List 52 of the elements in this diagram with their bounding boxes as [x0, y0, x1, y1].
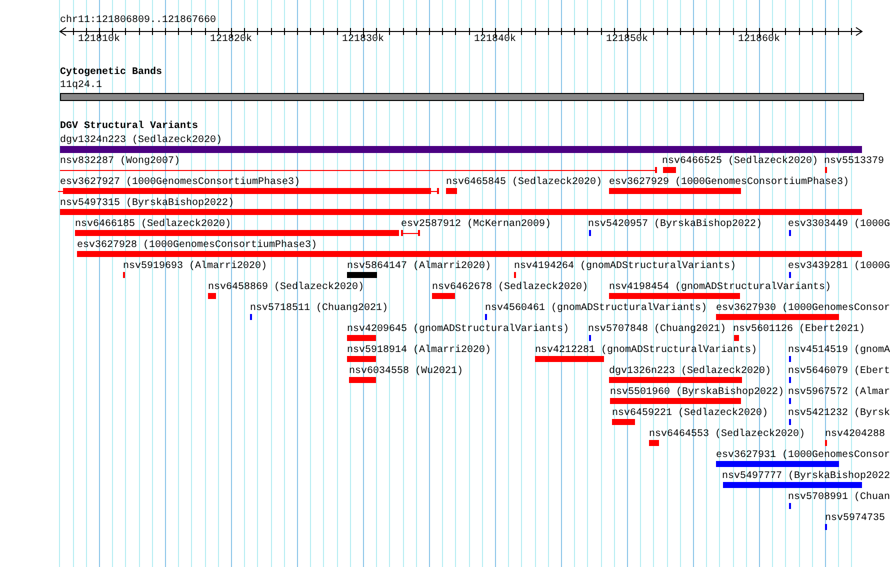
- variant-label: nsv832287 (Wong2007): [60, 156, 180, 167]
- variant-label: nsv6464553 (Sedlazeck2020): [649, 429, 806, 440]
- variant-label: nsv5707848 (Chuang2021): [588, 324, 726, 335]
- tick-label: 121840k: [474, 34, 516, 45]
- variant-label: esv3627931 (1000GenomesConsor: [716, 450, 890, 461]
- variant-label: nsv5497315 (ByrskaBishop2022): [60, 198, 234, 209]
- variant-label: esv3439281 (1000G: [788, 261, 890, 272]
- variant-label: nsv6459221 (Sedlazeck2020): [612, 408, 768, 419]
- variant-label: nsv5646079 (Ebert: [788, 366, 890, 377]
- variant-label: nsv6466525 (Sedlazeck2020): [662, 156, 818, 167]
- variant-label: nsv5974735: [825, 513, 886, 524]
- variant-label: dgv1326n223 (Sedlazeck2020): [609, 366, 772, 377]
- tick-label: 121820k: [210, 34, 252, 45]
- tick-label: 121830k: [342, 34, 384, 45]
- variant-label: esv3627928 (1000GenomesConsortiumPhase3): [77, 240, 318, 251]
- variant-label: nsv5864147 (Almarri2020): [347, 261, 492, 272]
- band-label: 11q24.1: [60, 80, 102, 91]
- variant-label: nsv4204288: [825, 429, 886, 440]
- variant-label: nsv5918914 (Almarri2020): [347, 345, 492, 356]
- variant-label: nsv6466185 (Sedlazeck2020): [75, 219, 232, 230]
- variant-label: nsv5718511 (Chuang2021): [250, 303, 388, 314]
- variant-label: nsv5513379: [824, 156, 884, 167]
- variant-label: nsv4209645 (gnomADStructuralVariants): [347, 324, 570, 335]
- variant-label: esv3627930 (1000GenomesConsor: [716, 303, 890, 314]
- tick-label: 121860k: [738, 34, 780, 45]
- track-title: Cytogenetic Bands: [60, 67, 162, 78]
- variant-label: nsv4212281 (gnomADStructuralVariants): [535, 345, 758, 356]
- variant-label: nsv4560461 (gnomADStructuralVariants): [485, 303, 708, 314]
- variant-label: esv3303449 (1000G: [788, 219, 890, 230]
- variant-label: nsv4198454 (gnomADStructuralVariants): [609, 282, 832, 293]
- variant-label: nsv6458869 (Sedlazeck2020): [208, 282, 364, 293]
- variant-label: esv3627929 (1000GenomesConsortiumPhase3): [609, 177, 850, 188]
- variant-label: esv2587912 (McKernan2009): [401, 219, 552, 230]
- variant-label: nsv4194264 (gnomADStructuralVariants): [514, 261, 736, 272]
- tick-label: 121810k: [78, 34, 120, 45]
- variant-label: nsv5708991 (Chuan: [788, 492, 890, 503]
- variant-label: nsv6462678 (Sedlazeck2020): [432, 282, 588, 293]
- variant-label: nsv5601126 (Ebert2021): [733, 324, 866, 335]
- variant-label: nsv6465845 (Sedlazeck2020): [446, 177, 602, 188]
- variant-label: nsv5497777 (ByrskaBishop2022: [722, 471, 890, 482]
- tick-label: 121850k: [606, 34, 648, 45]
- variant-label: nsv4514519 (gnomA: [788, 345, 890, 356]
- variant-label: esv3627927 (1000GenomesConsortiumPhase3): [60, 177, 300, 188]
- variant-label: dgv1324n223 (Sedlazeck2020): [60, 135, 222, 146]
- ruler-title: chr11:121806809..121867660: [60, 15, 216, 26]
- variant-label: nsv5421232 (Byrsk: [788, 408, 890, 419]
- variant-label: nsv5501960 (ByrskaBishop2022): [610, 387, 784, 398]
- variant-label: nsv5919693 (Almarri2020): [123, 261, 268, 272]
- track-title: DGV Structural Variants: [60, 121, 198, 132]
- variant-label: nsv5420957 (ByrskaBishop2022): [588, 219, 762, 230]
- variant-label: nsv6034558 (Wu2021): [349, 366, 464, 377]
- variant-label: nsv5967572 (Almar: [788, 387, 890, 398]
